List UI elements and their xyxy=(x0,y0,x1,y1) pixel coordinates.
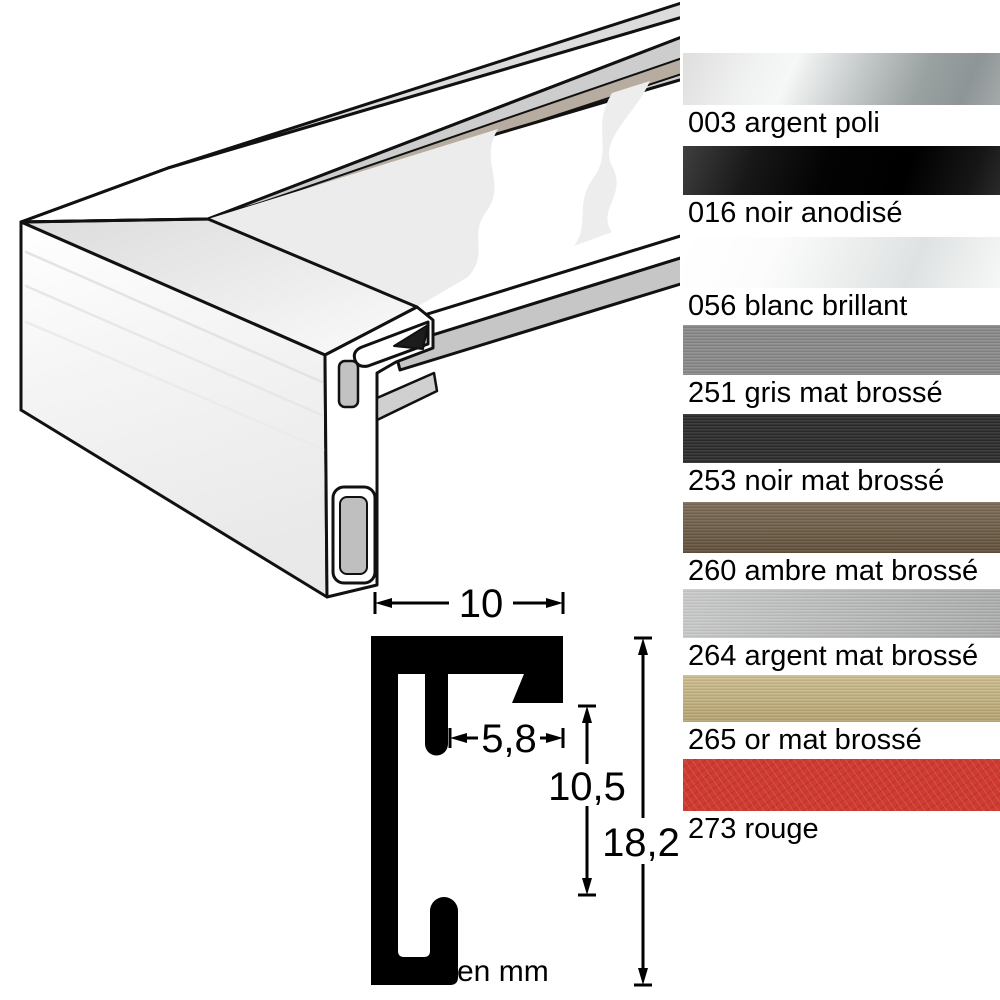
dim-total-height-label: 18,2 xyxy=(602,821,680,865)
finish-label: 251 gris mat brossé xyxy=(688,377,943,409)
frame-profile-drawing: 10 5,8 10,5 xyxy=(19,1,680,988)
profile-top-bar xyxy=(371,636,563,674)
streak-line xyxy=(24,320,327,452)
dim-width: 10 xyxy=(373,582,565,626)
swatch-argent-mat-brosse xyxy=(683,589,1000,638)
finish-row-251: 251 gris mat brossé xyxy=(683,325,1000,409)
finish-label: 253 noir mat brossé xyxy=(688,465,945,497)
swatch-blanc-brillant xyxy=(683,237,1000,288)
dim-total-height: 18,2 xyxy=(602,636,680,987)
dim-inner-height-label: 10,5 xyxy=(548,765,626,809)
swatch-noir-anodise xyxy=(683,146,1000,195)
finish-row-260: 260 ambre mat brossé xyxy=(683,502,1000,587)
finish-row-265: 265 or mat brossé xyxy=(683,675,1000,756)
finish-row-264: 264 argent mat brossé xyxy=(683,589,1000,672)
swatch-gris-mat-brosse xyxy=(683,325,1000,375)
finish-row-253: 253 noir mat brossé xyxy=(683,414,1000,497)
unit-label: en mm xyxy=(457,955,549,988)
finish-row-273: 273 rouge xyxy=(683,759,1000,845)
finish-label: 273 rouge xyxy=(688,813,819,845)
dim-slot-label: 5,8 xyxy=(481,717,537,761)
dim-slot: 5,8 xyxy=(448,717,565,761)
swatch-noir-mat-brosse xyxy=(683,414,1000,463)
swatch-or-mat-brosse xyxy=(683,675,1000,722)
finish-label: 056 blanc brillant xyxy=(688,290,908,322)
dimension-lines: 10 5,8 10,5 xyxy=(373,582,680,988)
finish-row-003: 003 argent poli xyxy=(683,53,1000,139)
streak-line xyxy=(24,284,326,418)
corner-3d-view xyxy=(19,1,680,599)
profile-clip-stem xyxy=(425,672,448,756)
hook-channel-inner xyxy=(339,496,368,575)
reflection-wave-left xyxy=(208,129,498,307)
dim-width-label: 10 xyxy=(459,582,504,626)
finish-label: 264 argent mat brossé xyxy=(688,640,979,672)
finish-label: 003 argent poli xyxy=(688,107,880,139)
swatch-rouge xyxy=(683,759,1000,811)
end-face-lip-strip xyxy=(375,371,439,422)
spring-clip-triangle xyxy=(393,324,429,350)
glazing-slot xyxy=(352,320,430,368)
profile-bottom-hook xyxy=(371,850,458,985)
clip-channel-face xyxy=(337,359,360,409)
swatch-ambre-mat-brosse xyxy=(683,502,1000,553)
profile-right-lip xyxy=(512,674,563,703)
finish-row-016: 016 noir anodisé xyxy=(683,146,1000,229)
reflection-wave-right xyxy=(574,81,650,246)
finish-label: 260 ambre mat brossé xyxy=(688,555,979,587)
finish-label: 016 noir anodisé xyxy=(688,197,903,229)
finish-list: 003 argent poli 016 noir anodisé 056 bla… xyxy=(683,0,1000,1000)
streak-line xyxy=(24,250,324,384)
cross-section-profile xyxy=(371,636,563,985)
swatch-argent-poli xyxy=(683,53,1000,105)
miter-ridge-edge xyxy=(19,166,170,224)
finish-label: 265 or mat brossé xyxy=(688,724,922,756)
finish-row-056: 056 blanc brillant xyxy=(683,237,1000,322)
dim-inner-height: 10,5 xyxy=(548,704,626,897)
miter-seam xyxy=(19,217,210,224)
